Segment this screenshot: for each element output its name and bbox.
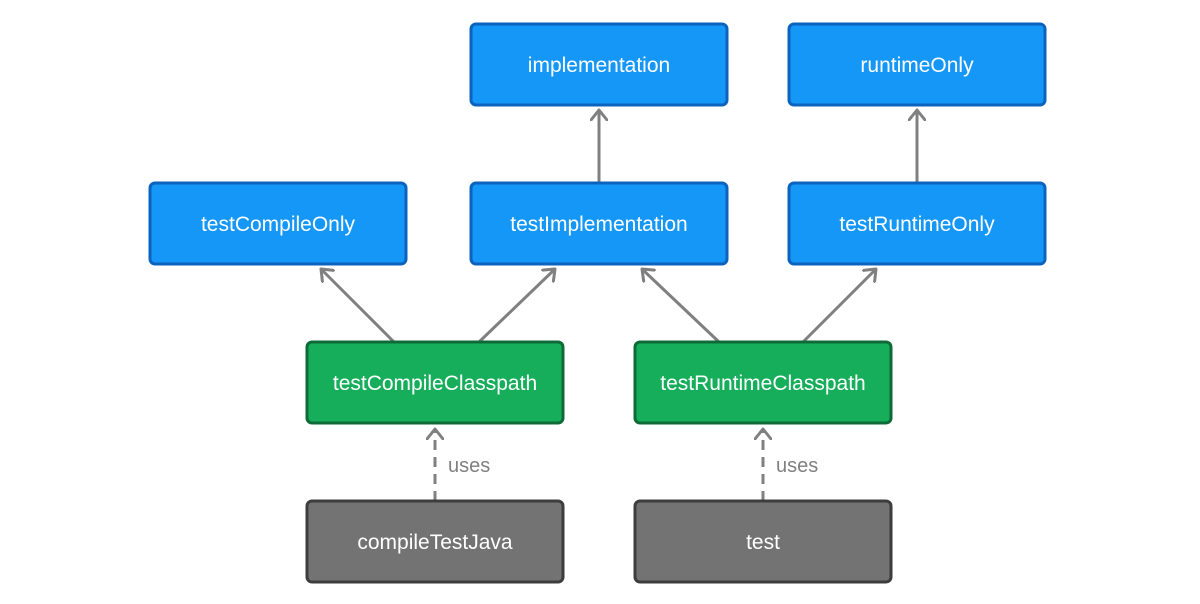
node-test-runtime-classpath: testRuntimeClasspath	[633, 340, 893, 425]
node-runtime-only: runtimeOnly	[787, 22, 1047, 107]
edge-test-runtime-classpath-to-test-runtime-only	[801, 269, 876, 344]
node-test-implementation: testImplementation	[469, 181, 729, 266]
node-implementation: implementation	[469, 22, 729, 107]
node-label: testRuntimeOnly	[839, 213, 995, 236]
node-label: testCompileOnly	[201, 213, 356, 236]
node-label: compileTestJava	[357, 531, 513, 554]
node-label: testRuntimeClasspath	[660, 372, 865, 395]
node-test-runtime-only: testRuntimeOnly	[787, 181, 1047, 266]
node-compile-test-java: compileTestJava	[305, 499, 565, 584]
edge-test-compile-classpath-to-test-compile-only	[321, 269, 396, 344]
node-label: runtimeOnly	[860, 54, 974, 77]
node-label: testCompileClasspath	[333, 372, 537, 395]
edge-test-uses-test-runtime-classpath: uses	[763, 429, 818, 501]
node-label: testImplementation	[510, 213, 687, 236]
edge-compile-test-java-uses-test-compile-classpath: uses	[435, 429, 490, 501]
node-label: implementation	[528, 54, 670, 77]
edge-test-compile-classpath-to-test-implementation	[477, 269, 555, 344]
node-label: test	[746, 531, 780, 554]
edge-label-uses: uses	[776, 455, 818, 477]
edge-test-runtime-classpath-to-test-implementation	[642, 269, 721, 344]
node-test-compile-classpath: testCompileClasspath	[305, 340, 565, 425]
node-test-task: test	[633, 499, 893, 584]
edge-label-uses: uses	[448, 455, 490, 477]
node-test-compile-only: testCompileOnly	[148, 181, 408, 266]
